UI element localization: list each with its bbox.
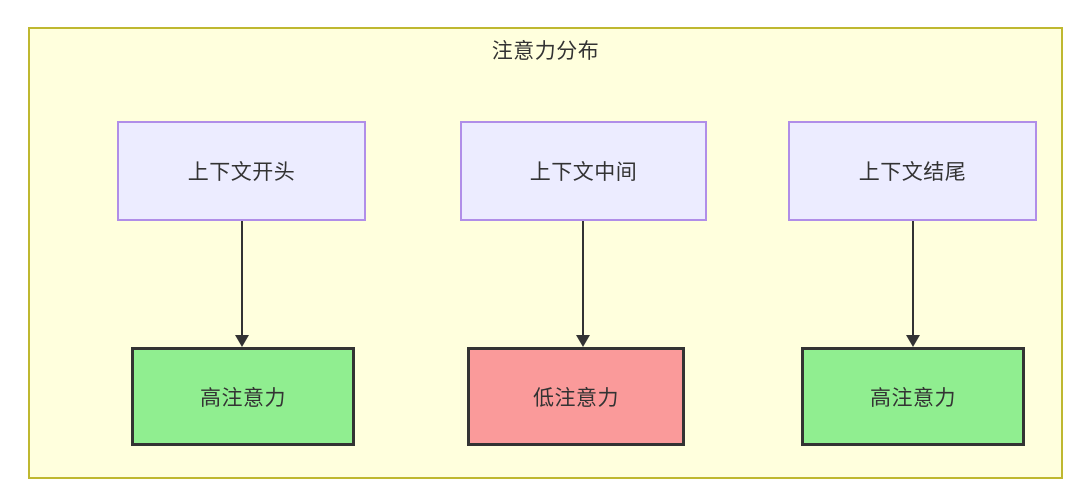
node-high-attention-end[interactable]: 高注意力	[801, 347, 1025, 446]
edge-context-end-to-high-attention	[906, 221, 920, 347]
edge-context-start-to-high-attention	[235, 221, 249, 347]
node-high-attention-start[interactable]: 高注意力	[131, 347, 355, 446]
attention-distribution-container: 注意力分布 上下文开头 上下文中间 上下文结尾 高注意力 低注意力 高注意力	[28, 27, 1063, 479]
node-context-end[interactable]: 上下文结尾	[788, 121, 1037, 221]
node-low-attention-middle[interactable]: 低注意力	[467, 347, 685, 446]
diagram-title: 注意力分布	[491, 40, 600, 63]
node-context-start[interactable]: 上下文开头	[117, 121, 366, 221]
edge-context-middle-to-low-attention	[576, 221, 590, 347]
node-context-middle[interactable]: 上下文中间	[460, 121, 707, 221]
